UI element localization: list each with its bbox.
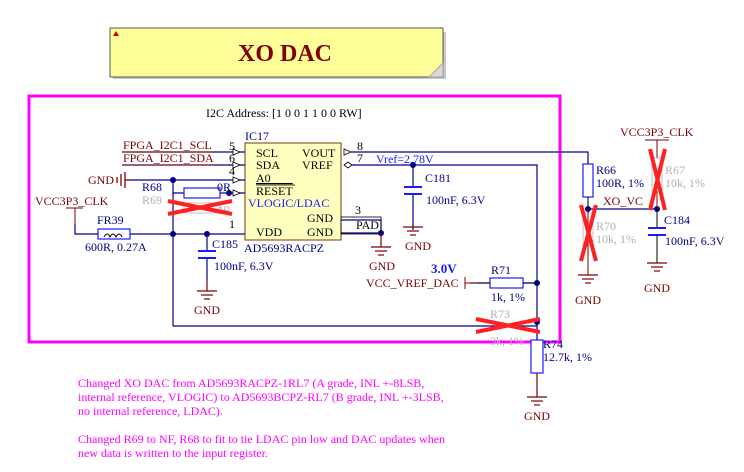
ferrite-fr39[interactable] <box>97 228 131 240</box>
resistor-r69-dnp[interactable]: R69 0R <box>142 193 233 217</box>
ic17[interactable]: IC17 AD5693RACPZ SCL SDA A0 RESET VLOGIC… <box>244 129 342 255</box>
pin-vout: VOUT <box>302 146 336 160</box>
r70-ref: R70 <box>596 219 616 233</box>
c181-value: 100nF, 6.3V <box>426 193 486 207</box>
net-vcc3p3-clk: VCC3P3_CLK <box>35 194 109 208</box>
net-gnd-c185: GND <box>194 303 220 317</box>
r74-value: 12.7k, 1% <box>543 350 592 364</box>
r70-value: 10k, 1% <box>596 232 636 246</box>
resistor-r70-dnp[interactable]: R70 10k, 1% <box>579 204 636 275</box>
net-gnd-c184: GND <box>644 281 670 295</box>
net-xo-vc: XO_VC <box>603 194 643 208</box>
dac-block-border <box>27 94 562 344</box>
net-gnd-a0: GND <box>88 173 114 187</box>
title-note[interactable]: XO DAC <box>109 27 446 79</box>
gnd-icon <box>116 172 130 188</box>
net-vcc3p3-clk-r67: VCC3P3_CLK <box>620 125 694 139</box>
net-vcc-vref-dac: VCC_VREF_DAC <box>366 276 459 290</box>
pin-vdd: VDD <box>256 225 282 239</box>
net-fpga-i2c1-scl: FPGA_I2C1_SCL <box>123 138 212 152</box>
r71-value: 1k, 1% <box>491 290 525 304</box>
c184-value: 100nF, 6.3V <box>665 234 725 248</box>
r71-ref: R71 <box>491 263 511 277</box>
pin-num-4: 4 <box>229 164 235 178</box>
vcc-vref-value: 3.0V <box>431 261 457 276</box>
ic-part: AD5693RACPZ <box>244 241 324 255</box>
capacitor-c184[interactable] <box>648 227 666 236</box>
pin-scl: SCL <box>256 146 278 160</box>
i2c-address-label: I2C Address: [1 0 0 1 1 0 0 RW] <box>206 106 362 120</box>
pin-num-8: 8 <box>357 139 363 153</box>
net-gnd-c181: GND <box>405 239 431 253</box>
r66-value: 100R, 1% <box>596 176 644 190</box>
net-gnd-pad: GND <box>369 259 395 273</box>
pin-num-3: 3 <box>355 203 361 217</box>
net-gnd-r74: GND <box>524 409 550 423</box>
resistor-r73-dnp[interactable]: R73 3k, 1% <box>475 307 541 348</box>
pin-reset: RESET <box>256 184 293 198</box>
pin-vlogic-ldac: VLOGIC/LDAC <box>248 196 329 210</box>
pin-num-5: 5 <box>229 139 235 153</box>
gnd-icon <box>403 225 423 236</box>
pin-sda: SDA <box>256 158 280 172</box>
pin-a0: A0 <box>256 171 271 185</box>
r67-ref: R67 <box>665 163 685 177</box>
fr39-value: 600R, 0.27A <box>85 240 147 254</box>
pad-label: PAD <box>356 218 379 232</box>
resistor-r68[interactable] <box>183 187 221 199</box>
r73-ref: R73 <box>490 307 510 321</box>
pin-num-6: 6 <box>229 151 235 165</box>
r66-ref: R66 <box>596 163 616 177</box>
pin-num-7: 7 <box>357 151 363 165</box>
resistor-r67-dnp[interactable]: R67 10k, 1% <box>648 148 705 211</box>
gnd-icon <box>578 274 598 284</box>
resistor-r74[interactable] <box>530 339 544 374</box>
pin-num-1: 1 <box>229 217 235 231</box>
pin-gnd-2: GND <box>307 225 333 239</box>
r74-ref: R74 <box>543 337 563 351</box>
c185-ref: C185 <box>212 237 238 251</box>
pin-vref: VREF <box>302 158 333 172</box>
r73-value: 3k, 1% <box>490 334 524 348</box>
fr39-ref: FR39 <box>97 213 124 227</box>
change-note-1: Changed XO DAC from AD5693RACPZ-1RL7 (A … <box>78 376 444 418</box>
gnd-icon <box>197 280 217 300</box>
ic-ref: IC17 <box>245 129 269 143</box>
net-vref: Vref=2.78V <box>376 152 434 166</box>
r67-value: 10k, 1% <box>665 176 705 190</box>
pin-gnd-1: GND <box>307 211 333 225</box>
gnd-icon <box>527 373 547 406</box>
net-fpga-i2c1-sda: FPGA_I2C1_SDA <box>123 151 214 165</box>
change-note-2: Changed R69 to NF, R68 to fit to tie LDA… <box>78 432 446 460</box>
capacitor-c185[interactable] <box>198 250 216 259</box>
gnd-icon <box>371 233 391 256</box>
c184-ref: C184 <box>664 213 690 227</box>
c185-value: 100nF, 6.3V <box>214 259 274 273</box>
resistor-r71[interactable] <box>489 277 524 289</box>
capacitor-c181[interactable] <box>404 186 422 195</box>
gnd-icon <box>647 262 667 272</box>
r69-ref: R69 <box>142 193 162 207</box>
title-text: XO DAC <box>238 41 332 67</box>
r68-ref: R68 <box>142 180 162 194</box>
note-marker-icon <box>113 31 119 36</box>
net-gnd-r70: GND <box>575 293 601 307</box>
c181-ref: C181 <box>425 171 451 185</box>
resistor-r66[interactable] <box>582 163 594 198</box>
